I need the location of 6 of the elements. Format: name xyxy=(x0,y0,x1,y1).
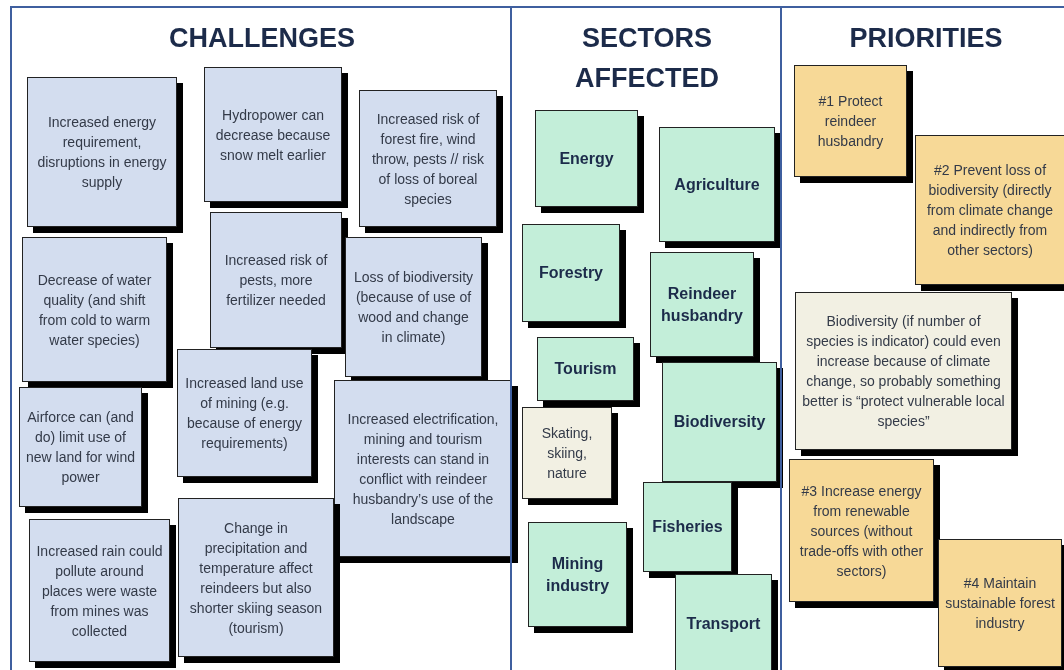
column-heading: PRIORITIES xyxy=(848,22,1004,55)
column-heading: CHALLENGES xyxy=(168,22,356,55)
column-panel xyxy=(780,6,1064,670)
column-heading: SECTORS AFFECTED xyxy=(574,22,720,95)
sticky-note: #4 Maintain sustainable forest industry xyxy=(938,539,1062,667)
column-panel xyxy=(510,6,782,670)
